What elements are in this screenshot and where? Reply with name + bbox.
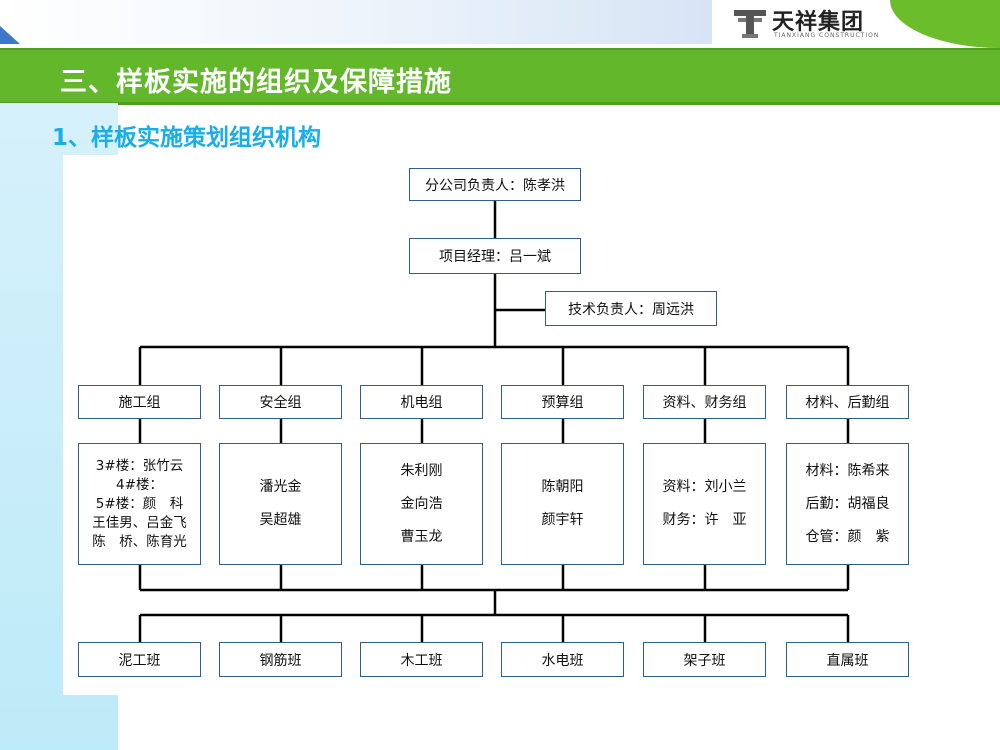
member-3-1: 朱利刚 xyxy=(400,462,443,479)
team-label-3: 木工班 xyxy=(400,652,443,669)
member-2-2: 吴超雄 xyxy=(259,512,302,528)
title-bar: 三、样板实施的组织及保障措施 xyxy=(0,48,1000,105)
root-label: 分公司负责人：陈孝洪 xyxy=(425,177,565,194)
member-3-3: 曹玉龙 xyxy=(400,528,443,545)
team-box-5: 架子班 xyxy=(643,642,766,677)
team-box-6: 直属班 xyxy=(786,642,909,677)
group-label-1: 施工组 xyxy=(118,395,161,411)
group-label-4: 预算组 xyxy=(541,395,584,411)
group-label-6: 材料、后勤组 xyxy=(805,395,890,411)
member-1-4: 王佳男、吕金飞 xyxy=(92,514,187,531)
group-label-5: 资料、财务组 xyxy=(662,395,747,411)
chart-subtitle: 1、样板实施策划组织机构 xyxy=(52,125,322,151)
members-box-4: 陈朝阳 颜宇轩 xyxy=(501,443,624,565)
group-box-2: 安全组 xyxy=(219,385,342,419)
header-gradient-strip xyxy=(0,0,715,44)
team-box-3: 木工班 xyxy=(360,642,483,677)
manager-box: 项目经理：吕一斌 xyxy=(409,238,581,274)
corner-accent xyxy=(0,26,20,44)
member-1-1: 3#楼：张竹云 xyxy=(95,457,184,474)
member-1-5: 陈 桥、陈育光 xyxy=(92,533,187,550)
team-label-4: 水电班 xyxy=(541,652,584,669)
tech-lead-box: 技术负责人：周远洪 xyxy=(545,291,717,326)
member-1-3: 5#楼：颜 科 xyxy=(95,495,184,512)
member-1-2: 4#楼： xyxy=(116,476,163,493)
team-label-5: 架子班 xyxy=(683,652,726,669)
group-box-6: 材料、后勤组 xyxy=(786,385,909,419)
member-6-2: 后勤：胡福良 xyxy=(805,495,890,512)
tech-lead-label: 技术负责人：周远洪 xyxy=(568,301,694,318)
team-box-2: 钢筋班 xyxy=(219,642,342,677)
root-box: 分公司负责人：陈孝洪 xyxy=(409,168,581,201)
member-2-1: 潘光金 xyxy=(259,479,302,495)
members-box-3: 朱利刚 金向浩 曹玉龙 xyxy=(360,443,483,565)
logo-english-text: TIANXIANG CONSTRUCTION xyxy=(774,32,880,39)
group-label-2: 安全组 xyxy=(259,395,302,411)
team-label-1: 泥工班 xyxy=(118,652,161,669)
group-label-3: 机电组 xyxy=(400,395,443,411)
member-6-3: 仓管：颜 紫 xyxy=(805,528,890,545)
team-label-6: 直属班 xyxy=(826,652,869,669)
group-box-3: 机电组 xyxy=(360,385,483,419)
member-3-2: 金向浩 xyxy=(400,495,443,512)
section-title: 三、样板实施的组织及保障措施 xyxy=(60,67,452,98)
team-box-1: 泥工班 xyxy=(78,642,201,677)
members-box-5: 资料：刘小兰 财务：许 亚 xyxy=(643,443,766,565)
company-logo: 天祥集团 TIANXIANG CONSTRUCTION xyxy=(712,0,1000,48)
members-box-2: 潘光金 吴超雄 xyxy=(219,443,342,565)
group-box-5: 资料、财务组 xyxy=(643,385,766,419)
logo-chinese-text: 天祥集团 xyxy=(772,9,865,35)
group-box-1: 施工组 xyxy=(78,385,201,419)
member-5-2: 财务：许 亚 xyxy=(662,512,747,528)
team-label-2: 钢筋班 xyxy=(259,652,302,669)
member-4-2: 颜宇轩 xyxy=(541,512,584,528)
members-box-1: 3#楼：张竹云 4#楼： 5#楼：颜 科 王佳男、吕金飞 陈 桥、陈育光 xyxy=(78,443,201,565)
member-5-1: 资料：刘小兰 xyxy=(662,479,747,495)
team-box-4: 水电班 xyxy=(501,642,624,677)
logo-mark-icon xyxy=(734,10,766,38)
member-4-1: 陈朝阳 xyxy=(541,479,584,495)
member-6-1: 材料：陈希来 xyxy=(805,462,890,479)
members-box-6: 材料：陈希来 后勤：胡福良 仓管：颜 紫 xyxy=(786,443,909,565)
group-box-4: 预算组 xyxy=(501,385,624,419)
manager-label: 项目经理：吕一斌 xyxy=(439,249,551,265)
